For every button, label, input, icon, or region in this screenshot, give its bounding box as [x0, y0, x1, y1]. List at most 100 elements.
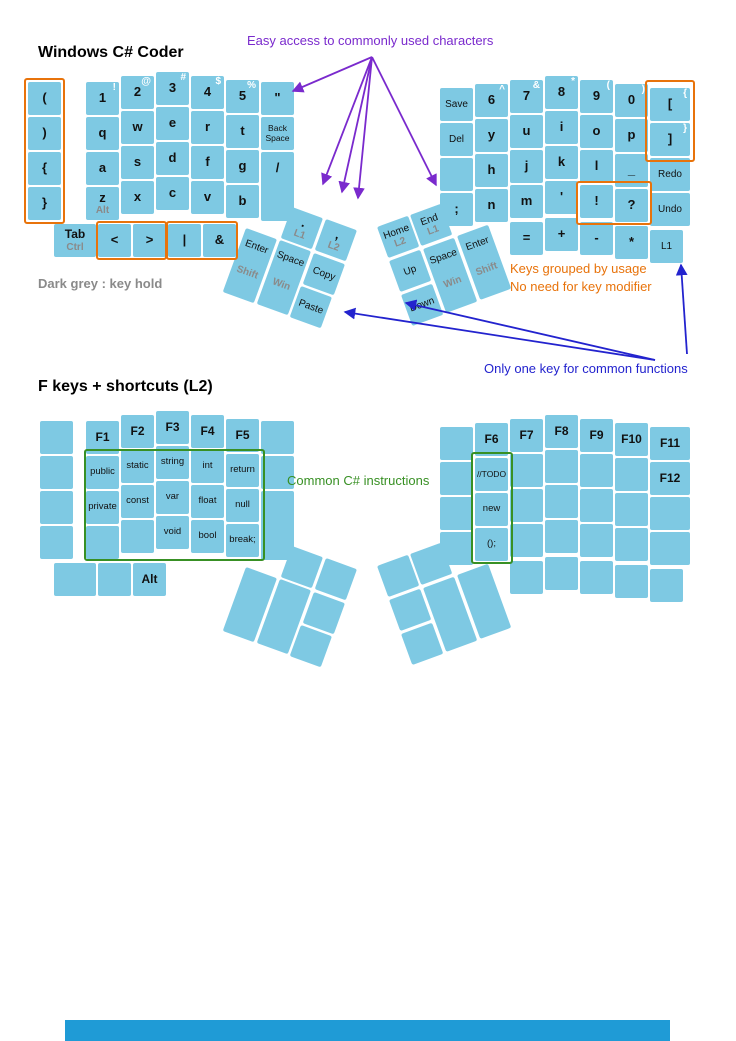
- key-bool: bool: [191, 520, 224, 553]
- key-f3: F3: [156, 411, 189, 444]
- key-equals: =: [510, 222, 543, 255]
- key-t: t: [226, 115, 259, 148]
- key-blank: [650, 497, 690, 530]
- key-float: float: [191, 485, 224, 518]
- key-del: Del: [440, 123, 473, 156]
- key-i: i: [545, 111, 578, 144]
- key-down: Down: [401, 283, 444, 327]
- key-blank: [545, 485, 578, 518]
- key-var: var: [156, 481, 189, 514]
- key-blank: [98, 563, 131, 596]
- key-s: s: [121, 146, 154, 179]
- key-new: new: [475, 493, 508, 526]
- key-undo: Undo: [650, 193, 690, 226]
- key-blank: [121, 520, 154, 553]
- key-5: %5: [226, 80, 259, 113]
- annotation-keys-grouped-line2: No need for key modifier: [510, 279, 652, 294]
- key-f6: F6: [475, 423, 508, 456]
- key-greater-than: >: [133, 224, 166, 257]
- key-pipe: |: [168, 224, 201, 257]
- key-f2: F2: [121, 415, 154, 448]
- f-layer-title: F keys + shortcuts (L2): [38, 378, 213, 395]
- key-m: m: [510, 185, 543, 218]
- key-blank: [440, 427, 473, 460]
- key-blank: [261, 456, 294, 489]
- key-blank: [510, 561, 543, 594]
- key-blank: [650, 569, 683, 602]
- key-f9: F9: [580, 419, 613, 452]
- key-apostrophe: ': [545, 181, 578, 214]
- key-blank: [440, 158, 473, 191]
- key-g: g: [226, 150, 259, 183]
- key-q: q: [86, 117, 119, 150]
- key-blank: [615, 493, 648, 526]
- key-less-than: <: [98, 224, 131, 257]
- key-open-brace: {: [28, 152, 61, 185]
- key-blank: [615, 565, 648, 598]
- key-r: r: [191, 111, 224, 144]
- key-n: n: [475, 189, 508, 222]
- key-close-paren: ): [28, 117, 61, 150]
- key-o: o: [580, 115, 613, 148]
- key-1: !1: [86, 82, 119, 115]
- annotation-common-csharp-instructions: Common C# instructions: [287, 473, 430, 488]
- key-6: ^6: [475, 84, 508, 117]
- key-f10: F10: [615, 423, 648, 456]
- key-return: return: [226, 454, 259, 487]
- key-3: #3: [156, 72, 189, 105]
- key-f7: F7: [510, 419, 543, 452]
- annotation-easy-access: Easy access to commonly used characters: [247, 33, 494, 48]
- key-void: void: [156, 516, 189, 549]
- key-w: w: [121, 111, 154, 144]
- key-null: null: [226, 489, 259, 522]
- key-f12: F12: [650, 462, 690, 495]
- key-h: h: [475, 154, 508, 187]
- key-blank: [580, 454, 613, 487]
- key-blank: [580, 489, 613, 522]
- key-blank: [545, 520, 578, 553]
- key-f8: F8: [545, 415, 578, 448]
- key-blank: [40, 421, 73, 454]
- key-ampersand: &: [203, 224, 236, 257]
- key-close-bracket: }]: [650, 123, 690, 156]
- key-open-paren: (: [28, 82, 61, 115]
- annotation-one-key-common-functions: Only one key for common functions: [484, 361, 688, 376]
- key-e: e: [156, 107, 189, 140]
- key-8: *8: [545, 76, 578, 109]
- key-blank: [440, 497, 473, 530]
- key-2: @2: [121, 76, 154, 109]
- key-l: l: [580, 150, 613, 183]
- key-blank: [545, 557, 578, 590]
- key-c: c: [156, 177, 189, 210]
- key-double-quote: ": [261, 82, 294, 115]
- key-const: const: [121, 485, 154, 518]
- key-blank: [40, 491, 73, 524]
- footer-bar: [65, 1020, 670, 1041]
- key-plus: +: [545, 218, 578, 251]
- key-exclamation: !: [580, 185, 613, 218]
- key-9: (9: [580, 80, 613, 113]
- key-blank: [510, 454, 543, 487]
- annotation-keys-grouped-line1: Keys grouped by usage: [510, 261, 647, 276]
- key-alt: Alt: [133, 563, 166, 596]
- key-int: int: [191, 450, 224, 483]
- key-f5: F5: [226, 419, 259, 452]
- key-blank: [545, 450, 578, 483]
- page-title: Windows C# Coder: [38, 44, 184, 61]
- key-a: a: [86, 152, 119, 185]
- key-d: d: [156, 142, 189, 175]
- key-blank: [401, 622, 444, 666]
- key-break: break;: [226, 524, 259, 557]
- key-question: ?: [615, 189, 648, 222]
- key-public: public: [86, 456, 119, 489]
- key-blank: [615, 458, 648, 491]
- key-blank: [40, 526, 73, 559]
- key-f11: F11: [650, 427, 690, 460]
- key-0: )0: [615, 84, 648, 117]
- key-v: v: [191, 181, 224, 214]
- key-blank: [510, 489, 543, 522]
